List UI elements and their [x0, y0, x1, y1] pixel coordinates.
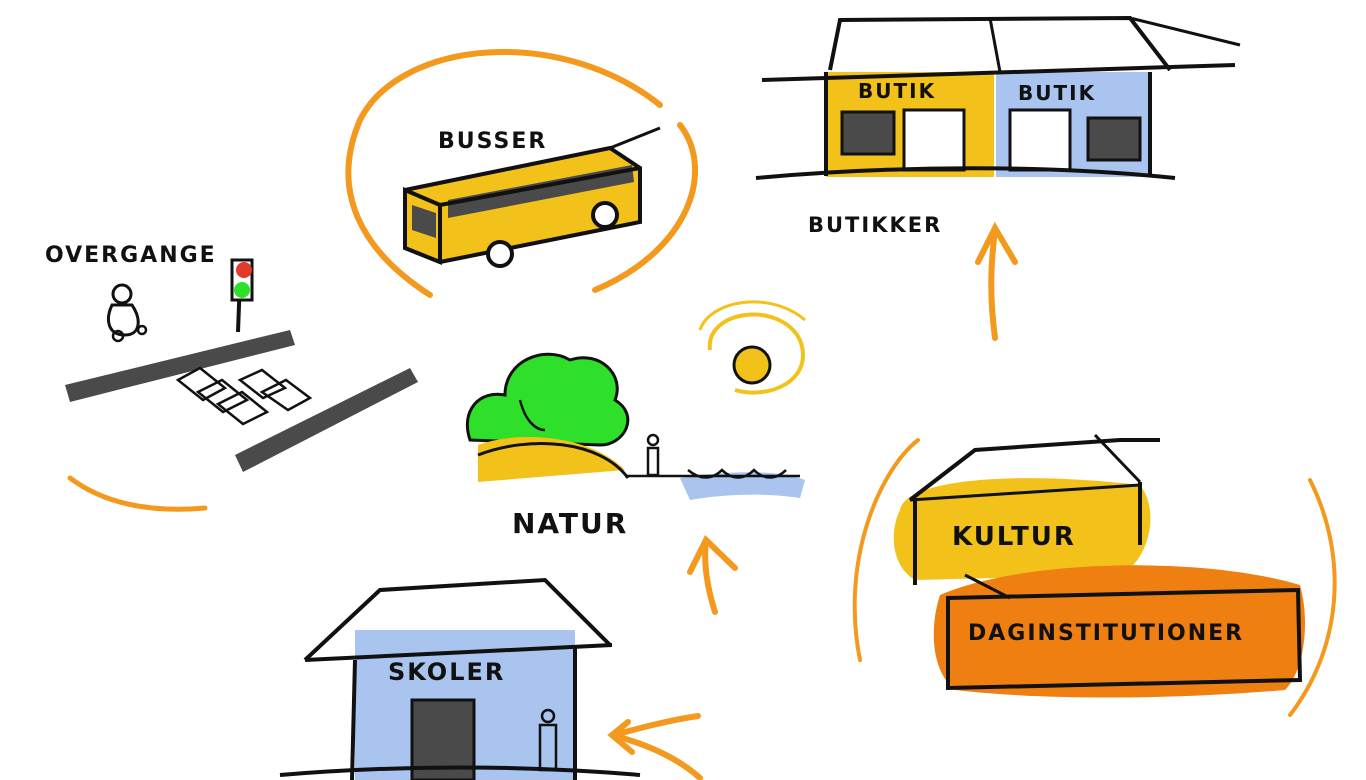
shops-group: BUTIK BUTIK BUTIKKER — [756, 18, 1240, 237]
arrow-icon-to-natur — [690, 540, 735, 612]
traffic-light-icon — [232, 260, 252, 332]
busser-label: BUSSER — [438, 129, 547, 154]
butik-left-label: BUTIK — [858, 79, 936, 103]
nature-group: NATUR — [467, 302, 805, 540]
crosswalk-group: OVERGANGE — [45, 243, 418, 509]
bus-group: BUSSER — [348, 52, 695, 295]
culture-group: KULTUR DAGINSTITUTIONER — [855, 435, 1335, 715]
arrow-icon-to-butikker — [978, 228, 1015, 338]
person-icon — [648, 435, 658, 475]
crosswalk-arc — [70, 478, 205, 509]
shop-building-icon — [756, 18, 1240, 178]
culture-building-icon — [894, 435, 1160, 585]
crosswalk-icon — [65, 330, 418, 472]
school-group: SKOLER — [280, 580, 640, 780]
kultur-label: KULTUR — [952, 522, 1076, 552]
daginstitutioner-label: DAGINSTITUTIONER — [968, 621, 1244, 646]
butikker-label: BUTIKKER — [808, 213, 942, 237]
tree-icon — [467, 354, 628, 482]
overgange-label: OVERGANGE — [45, 243, 217, 268]
skoler-label: SKOLER — [388, 658, 505, 686]
natur-label: NATUR — [512, 507, 628, 540]
butik-right-label: BUTIK — [1018, 81, 1096, 105]
arrow-icon-to-skoler — [612, 716, 700, 778]
sun-icon — [700, 302, 805, 393]
pedestrian-icon — [108, 285, 146, 341]
